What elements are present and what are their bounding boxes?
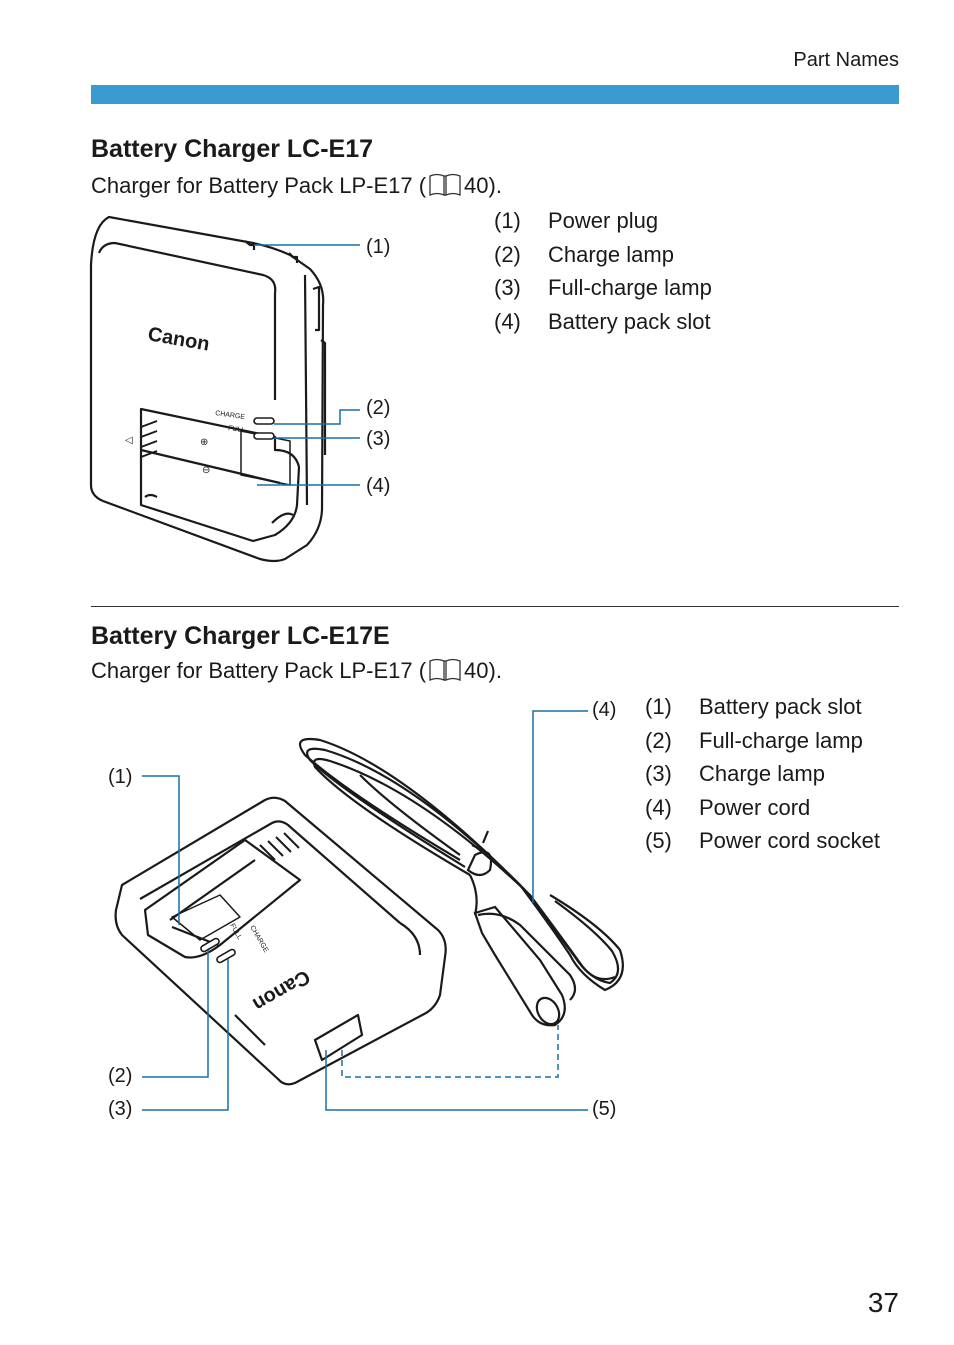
device-charge-text: CHARGE — [248, 925, 269, 955]
device-full-text: FULL — [228, 425, 246, 434]
part-number: (1) — [645, 694, 672, 719]
part-number: (3) — [494, 275, 521, 300]
section-divider — [91, 606, 899, 607]
subtitle-suffix: 40). — [464, 658, 502, 683]
callout-label: (4) — [592, 699, 617, 721]
plus-symbol-icon: ⊕ — [200, 437, 208, 448]
list-item: (2) Full-charge lamp — [645, 728, 880, 762]
header-accent-bar — [91, 85, 899, 104]
part-label: Power plug — [548, 208, 659, 233]
device-charge-text: CHARGE — [215, 410, 246, 421]
canon-logo: Canon — [146, 323, 211, 355]
lc-e17-charger-illustration: CHARGE FULL Canon ◁ ⊕ ⊖ — [89, 215, 360, 563]
list-item: (5) Power cord socket — [645, 828, 880, 862]
lc-e17e-charger-illustration: FULL CHARGE Canon — [114, 710, 624, 1111]
part-label: Power cord socket — [699, 828, 880, 853]
part-label: Charge lamp — [699, 761, 825, 786]
part-number: (4) — [494, 308, 521, 334]
part-label: Charge lamp — [548, 241, 674, 267]
callout-label: (3) — [108, 1098, 133, 1120]
minus-symbol-icon: ⊖ — [202, 465, 210, 476]
subtitle-lc-e17: Charger for Battery Pack LP-E17 ( 40). — [91, 173, 502, 199]
book-icon — [429, 658, 461, 681]
list-item: (3) Charge lamp — [645, 761, 880, 795]
list-item: (2) Charge lamp — [494, 242, 712, 276]
part-number: (4) — [645, 794, 672, 820]
callout-label: (5) — [592, 1098, 617, 1120]
list-item: (4) Battery pack slot — [494, 309, 712, 343]
part-label: Battery pack slot — [548, 308, 711, 334]
callout-label: (3) — [366, 428, 391, 450]
callout-label: (2) — [108, 1065, 133, 1087]
list-item: (4) Power cord — [645, 795, 880, 829]
part-number: (2) — [645, 727, 672, 753]
list-item: (1) Battery pack slot — [645, 694, 880, 728]
part-number: (5) — [645, 828, 672, 853]
part-number: (3) — [645, 761, 672, 786]
section-header-label: Part Names — [793, 49, 899, 71]
parts-list-lc-e17: (1) Power plug (2) Charge lamp (3) Full-cha… — [494, 208, 712, 342]
part-label: Battery pack slot — [699, 694, 862, 719]
callout-label: (1) — [366, 236, 391, 258]
callout-label: (1) — [108, 766, 133, 788]
book-icon — [429, 173, 461, 196]
callout-label: (4) — [366, 475, 391, 497]
parts-list-lc-e17e: (1) Battery pack slot (2) Full-charge lamp… — [645, 694, 880, 862]
slot-arrow-icon: ◁ — [125, 435, 133, 446]
part-label: Full-charge lamp — [548, 275, 712, 300]
subtitle-suffix: 40). — [464, 173, 502, 198]
subtitle-prefix: Charger for Battery Pack LP-E17 ( — [91, 658, 427, 683]
canon-logo: Canon — [249, 965, 314, 1015]
list-item: (3) Full-charge lamp — [494, 275, 712, 309]
section-title-lc-e17: Battery Charger LC-E17 — [91, 135, 374, 163]
device-full-text: FULL — [228, 923, 243, 941]
subtitle-prefix: Charger for Battery Pack LP-E17 ( — [91, 173, 427, 198]
part-label: Full-charge lamp — [699, 727, 863, 753]
subtitle-lc-e17e: Charger for Battery Pack LP-E17 ( 40). — [91, 658, 502, 684]
part-number: (2) — [494, 241, 521, 267]
list-item: (1) Power plug — [494, 208, 712, 242]
part-number: (1) — [494, 208, 521, 233]
part-label: Power cord — [699, 794, 811, 820]
callout-label: (2) — [366, 397, 391, 419]
page-number: 37 — [867, 1287, 899, 1318]
section-title-lc-e17e: Battery Charger LC-E17E — [91, 622, 390, 650]
